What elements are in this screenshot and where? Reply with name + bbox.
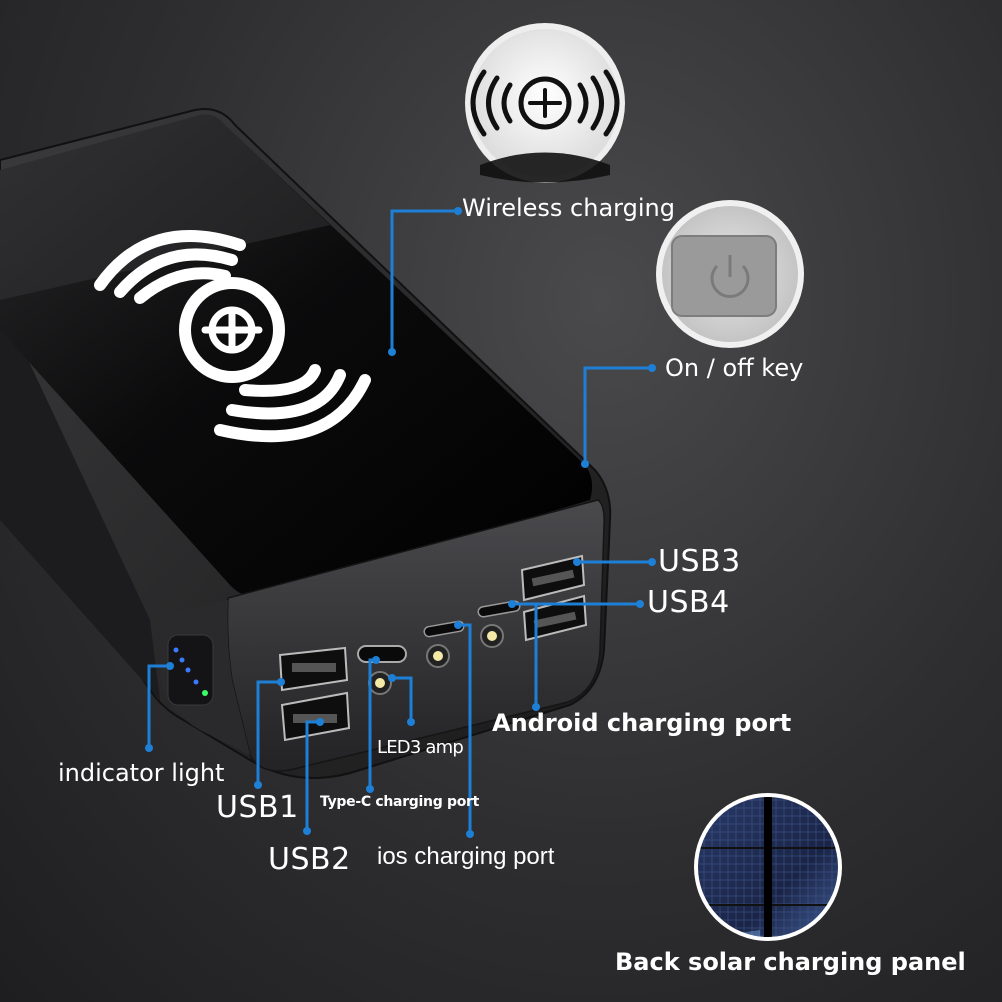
callout-onoff [583,366,652,464]
label-usb2: USB2 [268,842,351,877]
power-button-detail-circle [656,200,804,348]
wireless-detail-circle [465,23,625,183]
label-ios-port: ios charging port [377,843,555,870]
label-android-port: Android charging port [492,709,792,737]
usb4-port [522,594,588,642]
led-lamps [368,624,504,695]
power-icon [710,255,750,298]
label-type-c-port: Type-C charging port [320,794,480,810]
solar-panel-detail-circle [694,793,842,941]
label-usb1: USB1 [216,790,299,825]
callout-dots [145,207,656,838]
label-wireless-charging: Wireless charging [462,194,675,222]
indicator-lights [167,634,214,706]
label-led-lamp: LED3 amp [377,737,464,758]
usb3-port [520,554,586,602]
label-on-off-key: On / off key [665,354,804,382]
callout-wireless [390,209,458,352]
side-face [0,300,160,700]
callout-indicator [147,664,170,748]
callout-android [520,602,538,707]
qi-wireless-icon [470,69,620,137]
label-usb4: USB4 [647,585,730,620]
label-usb3: USB3 [658,544,741,579]
glass-reflection [0,114,330,300]
callout-usb1 [256,680,281,785]
callout-usb2 [305,720,320,831]
power-bank [0,108,612,779]
usb2-port [280,691,351,742]
qi-wireless-icon [94,230,371,443]
label-indicator-light: indicator light [58,759,225,787]
type-c-port [357,645,407,663]
callout-led [392,676,413,722]
glass-top [0,114,593,598]
label-solar-panel: Back solar charging panel [615,948,966,976]
